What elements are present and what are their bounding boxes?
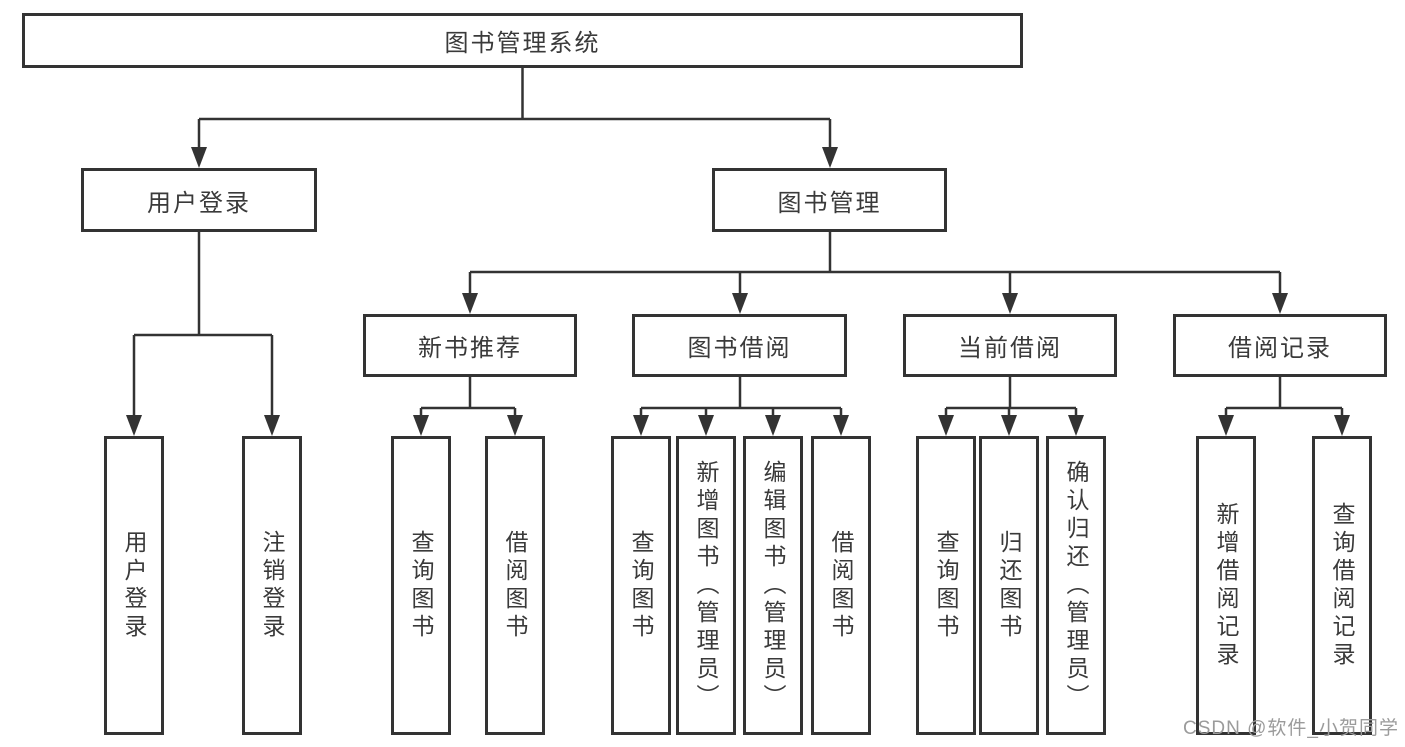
node-book-borrowing: 图书借阅 <box>632 314 847 377</box>
node-library-management-system: 图书管理系统 <box>22 13 1023 68</box>
leaf-add-borrow-record: 新增借阅记录 <box>1196 436 1256 735</box>
leaf-user-login: 用户登录 <box>104 436 164 735</box>
leaf-add-books-admin: 新增图书（管理员） <box>676 436 736 735</box>
leaf-confirm-return-admin: 确认归还（管理员） <box>1046 436 1106 735</box>
leaf-return-books: 归还图书 <box>979 436 1039 735</box>
leaf-query-borrow-record: 查询借阅记录 <box>1312 436 1372 735</box>
leaf-query-books-borrowing: 查询图书 <box>611 436 671 735</box>
leaf-borrow-books-borrowing: 借阅图书 <box>811 436 871 735</box>
node-book-management: 图书管理 <box>712 168 947 232</box>
leaf-edit-books-admin: 编辑图书（管理员） <box>743 436 803 735</box>
leaf-query-books-recommend: 查询图书 <box>391 436 451 735</box>
csdn-watermark: CSDN @软件_小贺同学 <box>1183 718 1399 739</box>
leaf-query-books-current: 查询图书 <box>916 436 976 735</box>
node-new-book-recommend: 新书推荐 <box>363 314 577 377</box>
node-current-borrowing: 当前借阅 <box>903 314 1117 377</box>
leaf-logout: 注销登录 <box>242 436 302 735</box>
node-user-login: 用户登录 <box>81 168 317 232</box>
node-borrowing-records: 借阅记录 <box>1173 314 1387 377</box>
leaf-borrow-books-recommend: 借阅图书 <box>485 436 545 735</box>
